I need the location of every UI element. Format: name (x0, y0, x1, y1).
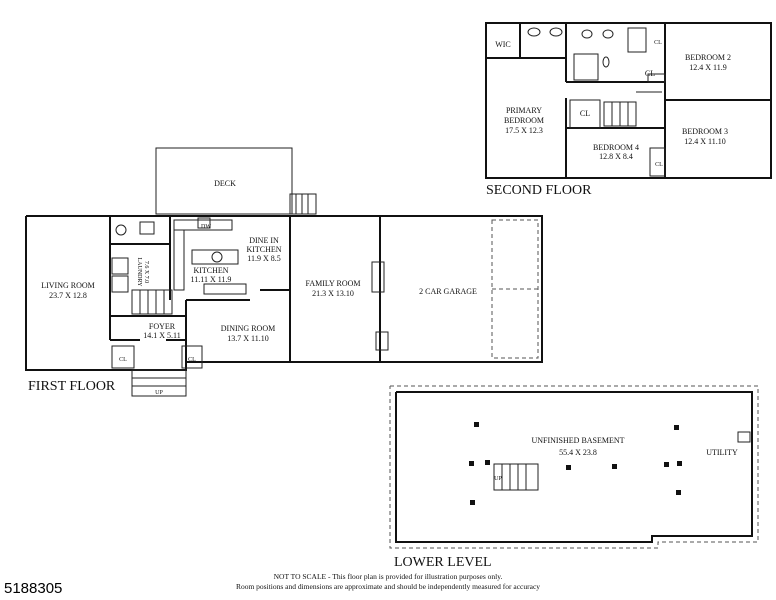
room-label-bedroom-2: BEDROOM 2 (685, 53, 731, 62)
room-label-family: FAMILY ROOM (306, 279, 361, 288)
closet-label: CL (119, 357, 127, 363)
support-column (566, 465, 571, 470)
room-dim-bedroom-2: 12.4 X 11.9 (689, 63, 726, 72)
sink-icon (549, 27, 563, 37)
room-label-dining: DINING ROOM (221, 324, 275, 333)
toilet-icon (115, 224, 127, 236)
room-label-garage: 2 CAR GARAGE (419, 287, 477, 296)
toilet-icon (581, 29, 593, 39)
sink-icon (527, 27, 541, 37)
closet-label: CL (654, 40, 662, 46)
sink-icon (602, 29, 614, 39)
closet-label: CL (655, 162, 663, 168)
room-dim-foyer: 14.1 X 5.11 (143, 331, 180, 340)
closet-label: CL (580, 109, 590, 118)
basement-outer (389, 385, 759, 549)
room-label-kitchen: KITCHEN (193, 266, 228, 275)
room-label-dine-in-2: KITCHEN (246, 245, 281, 254)
room-dim-dine-in: 11.9 X 8.5 (247, 254, 280, 263)
support-column (470, 500, 475, 505)
entry-stoop (131, 369, 187, 397)
room-dim-basement: 55.4 X 23.8 (559, 448, 597, 457)
disclaimer-line-2: Room positions and dimensions are approx… (235, 582, 541, 591)
support-column (612, 464, 617, 469)
room-label-bedroom-3: BEDROOM 3 (682, 127, 728, 136)
support-column (664, 462, 669, 467)
room-label-dine-in: DINE IN (249, 236, 279, 245)
sink-icon (197, 217, 211, 229)
room-dim-laundry: 7.6 X 7.0 (143, 261, 149, 283)
room-label-basement: UNFINISHED BASEMENT (531, 436, 624, 445)
counter (173, 219, 233, 231)
fireplace (371, 261, 385, 293)
room-label-primary: PRIMARY (506, 106, 542, 115)
stairs (131, 289, 173, 315)
floor-title-lower: LOWER LEVEL (394, 555, 492, 570)
support-column (485, 460, 490, 465)
shower-icon (573, 53, 599, 81)
room-label-laundry: LAUNDRY (136, 257, 142, 287)
floor-title-first: FIRST FLOOR (28, 379, 116, 394)
room-dim-bedroom-3: 12.4 X 11.10 (684, 137, 725, 146)
closet-label: CL (188, 357, 196, 363)
counter (173, 229, 185, 291)
first-floor: DECK (25, 147, 543, 397)
support-column (474, 422, 479, 427)
lower-level: UNFINISHED BASEMENT 55.4 X 23.8 UTILITY … (389, 385, 759, 570)
support-column (469, 461, 474, 466)
room-dim-living: 23.7 X 12.8 (49, 291, 87, 300)
stair-up-label: UP (494, 476, 502, 482)
deck-outline (155, 147, 293, 215)
toilet-icon (602, 56, 610, 68)
room-dim-kitchen: 11.11 X 11.9 (191, 275, 232, 284)
room-dim-family: 21.3 X 13.10 (312, 289, 354, 298)
floor-title-second: SECOND FLOOR (486, 183, 592, 198)
deck-stairs (289, 193, 317, 215)
garage-outline (379, 215, 543, 363)
room-dim-bedroom-4: 12.8 X 8.4 (599, 152, 633, 161)
closet-label: CL (645, 69, 655, 78)
tub-icon (627, 27, 647, 53)
room-label-deck: DECK (214, 179, 236, 188)
room-label-foyer: FOYER (149, 322, 176, 331)
support-column (674, 425, 679, 430)
basement-outline (395, 391, 753, 543)
listing-id: 5188305 (4, 580, 63, 597)
room-label-wic: WIC (495, 40, 511, 49)
room-label-bedroom-4: BEDROOM 4 (593, 143, 639, 152)
room-dim-primary: 17.5 X 12.3 (505, 126, 543, 135)
room-label-living: LIVING ROOM (41, 281, 95, 290)
cooktop-icon (211, 251, 223, 263)
dishwasher-label: DW (201, 224, 211, 230)
support-column (677, 461, 682, 466)
disclaimer-line-1: NOT TO SCALE - This floor plan is provid… (273, 572, 503, 581)
stair-up-label: UP (155, 390, 163, 396)
room-label-primary-2: BEDROOM (504, 116, 544, 125)
dryer-icon (111, 275, 129, 293)
kitchen-island (191, 249, 239, 265)
second-floor: WIC PRIMARY BEDROOM 17.5 X 12.3 BEDROOM … (485, 22, 772, 198)
washer-icon (111, 257, 129, 275)
support-column (676, 490, 681, 495)
room-dim-dining: 13.7 X 11.10 (227, 334, 268, 343)
counter (203, 283, 247, 295)
room-label-utility: UTILITY (706, 448, 738, 457)
sink-icon (139, 221, 155, 235)
stairs (493, 463, 539, 491)
